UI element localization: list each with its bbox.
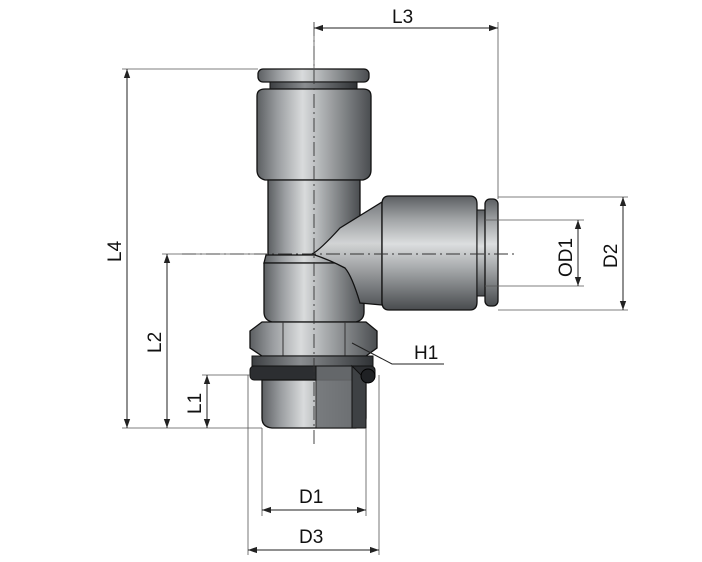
dimension-labels: L3 L4 L2 L1 OD1 D2 H1 D1 D3 [105, 7, 622, 548]
label-L1: L1 [185, 393, 206, 414]
label-L4: L4 [105, 240, 126, 262]
label-D1: D1 [299, 487, 323, 508]
label-L2: L2 [145, 332, 166, 353]
label-L3: L3 [392, 7, 413, 28]
fitting-body [249, 68, 499, 429]
top-collet-ring [257, 68, 370, 83]
label-D3: D3 [299, 527, 323, 548]
label-D2: D2 [601, 244, 622, 268]
hex-nut [249, 321, 378, 357]
side-collet-sleeve [381, 195, 478, 311]
extension-lines [122, 22, 628, 555]
label-OD1: OD1 [556, 238, 577, 277]
seal-ring-section [360, 368, 376, 384]
label-H1: H1 [414, 343, 438, 364]
dimension-lines [123, 24, 627, 554]
side-collet-ring [484, 198, 499, 307]
branch-cone [310, 200, 383, 306]
top-collet-sleeve [256, 88, 372, 181]
